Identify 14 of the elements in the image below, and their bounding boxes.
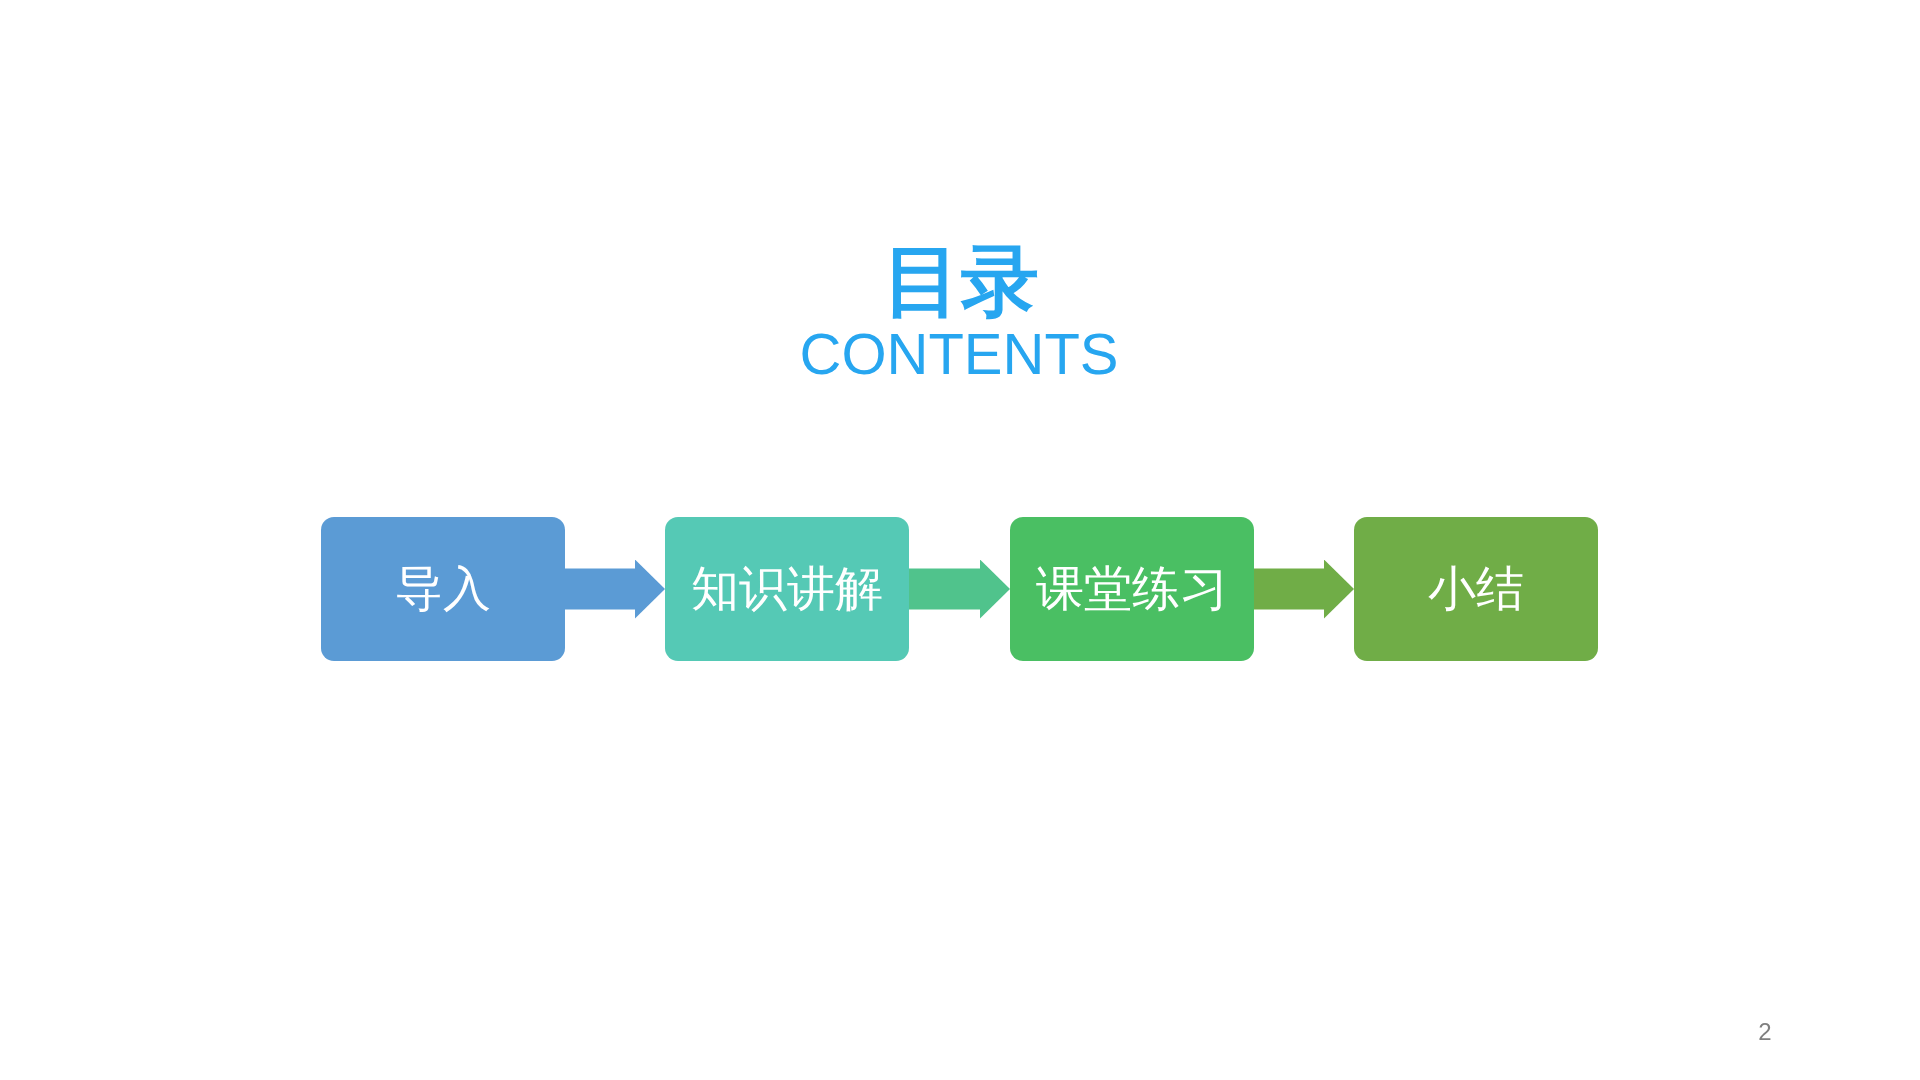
- step-label: 课堂练习: [1036, 561, 1228, 617]
- arrow: [909, 559, 1010, 619]
- process-box: [1010, 517, 1254, 661]
- step-label: 小结: [1428, 561, 1524, 617]
- process-box: [1354, 517, 1598, 661]
- process-box: [321, 517, 565, 661]
- arrow: [1254, 559, 1354, 619]
- step-label: 知识讲解: [691, 561, 883, 617]
- process-box: [665, 517, 909, 661]
- arrow: [565, 559, 665, 619]
- step-label: 导入: [395, 561, 491, 617]
- title: 目录: [883, 242, 1039, 320]
- subtitle: CONTENTS: [799, 325, 1119, 383]
- page-number: 2: [1758, 1020, 1772, 1044]
